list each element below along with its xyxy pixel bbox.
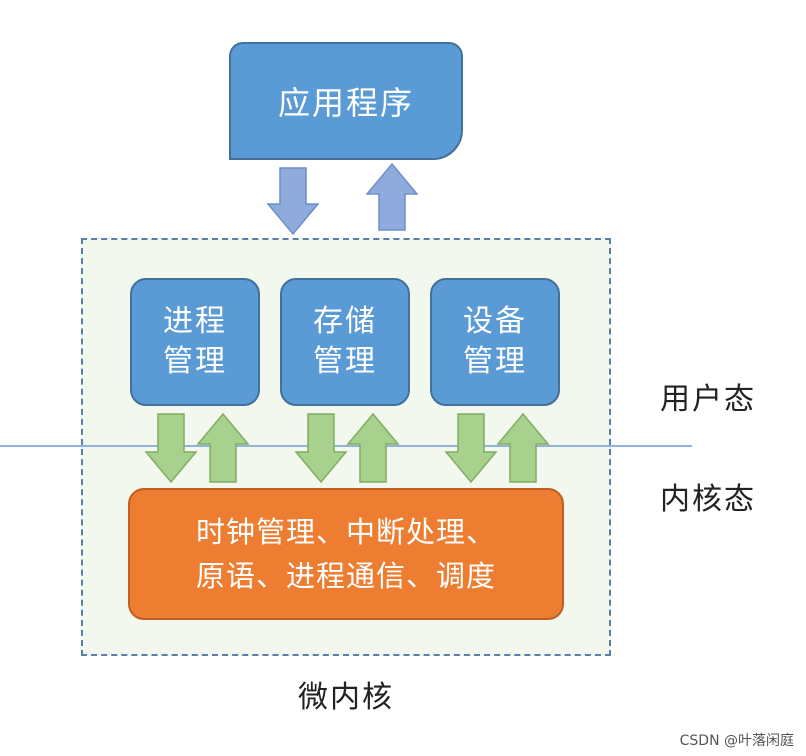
kernel-core-line2: 原语、进程通信、调度 <box>195 559 496 593</box>
user-mode-label: 用户态 <box>660 382 756 417</box>
arrow-down-app <box>266 167 320 236</box>
module-label-line1: 进程 <box>163 304 227 339</box>
diagram-caption: 微内核 <box>298 680 394 715</box>
module-label-line2: 管理 <box>163 344 227 379</box>
arrow-up-process <box>196 412 250 483</box>
process-management-box: 进程 管理 <box>130 278 260 406</box>
arrow-down-device <box>444 413 498 484</box>
user-kernel-divider <box>0 445 692 447</box>
arrow-up-device <box>496 412 550 483</box>
memory-management-box: 存储 管理 <box>280 278 410 406</box>
device-management-box: 设备 管理 <box>430 278 560 406</box>
kernel-mode-label: 内核态 <box>660 482 756 517</box>
module-label-line2: 管理 <box>463 344 527 379</box>
module-label-line1: 存储 <box>313 304 377 339</box>
module-label-line1: 设备 <box>463 304 527 339</box>
application-box: 应用程序 <box>229 42 463 160</box>
arrow-down-memory <box>294 413 348 484</box>
application-label: 应用程序 <box>277 84 414 122</box>
arrow-up-app <box>365 162 419 231</box>
arrow-up-memory <box>346 412 400 483</box>
kernel-core-line1: 时钟管理、中断处理、 <box>195 515 496 549</box>
arrow-down-process <box>144 413 198 484</box>
module-label-line2: 管理 <box>313 344 377 379</box>
watermark: CSDN @叶落闲庭 <box>679 733 794 749</box>
kernel-core-box: 时钟管理、中断处理、 原语、进程通信、调度 <box>128 488 564 620</box>
